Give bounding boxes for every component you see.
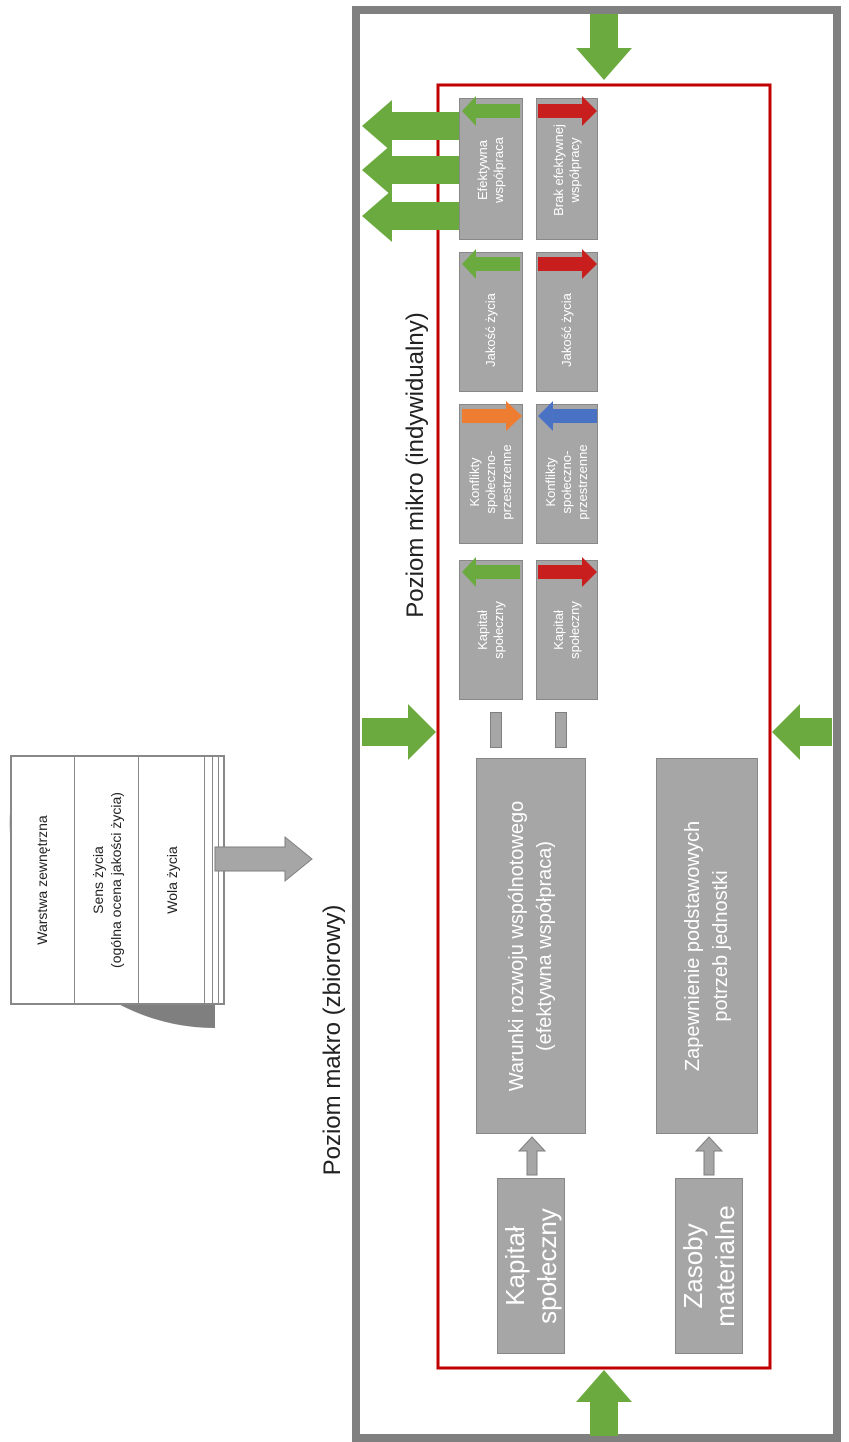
- indicator-top-1: [462, 557, 520, 587]
- arrow-out-2: [362, 144, 460, 196]
- indicator-bottom-3: [538, 249, 597, 279]
- legend-table: [10, 755, 225, 1005]
- conditions-box: [476, 758, 586, 1134]
- small-box-top-4: [459, 98, 523, 240]
- resources-up-arrow: [694, 1136, 724, 1176]
- indicator-bottom-4: [538, 96, 597, 126]
- micro-frame: [436, 83, 772, 1370]
- capital-up-arrow: [517, 1136, 547, 1176]
- small-box-top-2: [459, 404, 523, 544]
- connector-top: [490, 712, 502, 748]
- indicator-bottom-1: [538, 557, 597, 587]
- indicator-top-4: [462, 96, 520, 126]
- indicator-top-3: [462, 249, 520, 279]
- arrow-top-in: [576, 14, 632, 80]
- arrow-bottom-in: [576, 1370, 632, 1436]
- small-box-bottom-4: [536, 98, 598, 240]
- emblem-arrow: [214, 835, 313, 883]
- outer-frame: [352, 6, 841, 1442]
- arrow-out-3: [362, 190, 460, 242]
- arrow-left-in: [362, 704, 436, 760]
- connector-bottom: [555, 712, 567, 748]
- small-box-top-3: [459, 252, 523, 392]
- needs-box: [656, 758, 758, 1134]
- indicator-bottom-2: [538, 401, 597, 431]
- resources-box: [675, 1178, 743, 1354]
- small-box-bottom-1: [536, 560, 598, 700]
- small-box-bottom-2: [536, 404, 598, 544]
- capital-box: [497, 1178, 565, 1354]
- small-box-bottom-3: [536, 252, 598, 392]
- indicator-top-2: [462, 401, 522, 431]
- arrow-out-1: [362, 100, 460, 152]
- arrow-right-in: [772, 704, 832, 760]
- small-box-top-1: [459, 560, 523, 700]
